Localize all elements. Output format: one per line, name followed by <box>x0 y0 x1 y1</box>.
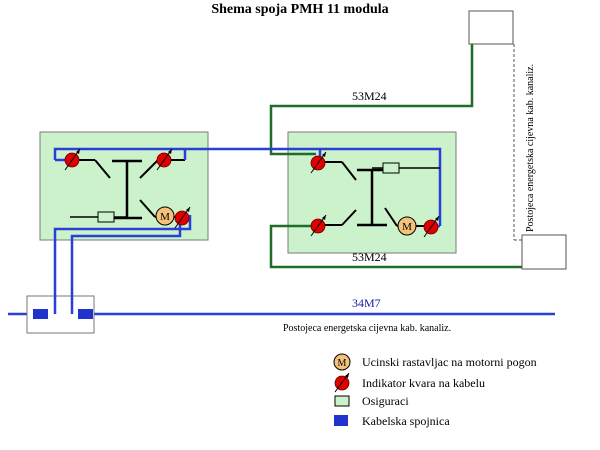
motor-icon-right: M <box>397 216 417 236</box>
legend-motor-label: Ucinski rastavljac na motorni pogon <box>362 355 537 369</box>
legend-cable-joint-label: Kabelska spojnica <box>362 414 450 428</box>
fault-indicator-r2 <box>310 214 327 237</box>
legend-fuse-icon <box>334 395 350 407</box>
fuse-left <box>97 211 115 223</box>
fault-indicator-l1 <box>64 148 81 171</box>
conduit-label-vertical: Postojeca energetska cijevna kab. kanali… <box>525 64 536 232</box>
fault-indicator-r1 <box>310 151 327 174</box>
motor-icon-left: M <box>155 206 175 226</box>
cable-53m24-bottom <box>269 224 522 269</box>
svg-text:M: M <box>402 221 412 233</box>
cable-53m24-top-label: 53M24 <box>352 89 387 103</box>
cable-blue-interconnect <box>53 147 442 226</box>
cable-53m24-top <box>269 44 474 156</box>
svg-text:M: M <box>160 211 170 223</box>
cable-joint-right <box>78 309 93 319</box>
fuse-right <box>382 162 400 174</box>
cable-joint-left <box>33 309 48 319</box>
conduit-label-bottom: Postojeca energetska cijevna kab. kanali… <box>283 323 451 334</box>
terminal-box-top <box>468 10 514 45</box>
fault-indicator-l3 <box>174 206 191 229</box>
legend-fault-indicator-label: Indikator kvara na kabelu <box>362 376 485 390</box>
legend-cable-joint-icon <box>334 415 348 426</box>
fault-indicator-r3 <box>423 215 440 238</box>
cable-blue-left-down-2 <box>70 218 182 314</box>
diagram-title: Shema spoja PMH 11 modula <box>211 2 388 17</box>
terminal-box-bottom <box>521 234 567 270</box>
cable-34m7-label: 34M7 <box>352 296 381 310</box>
legend-motor-icon: M <box>333 353 351 371</box>
svg-text:M: M <box>338 358 347 369</box>
fault-indicator-l2 <box>156 148 173 171</box>
legend-fuse-label: Osiguraci <box>362 394 409 408</box>
legend-fault-indicator-icon <box>334 372 350 393</box>
legend: M Ucinski rastavljac na motorni pogon In… <box>333 353 537 428</box>
cable-53m24-bottom-label: 53M24 <box>352 250 387 264</box>
cable-blue-left-down <box>53 215 192 314</box>
